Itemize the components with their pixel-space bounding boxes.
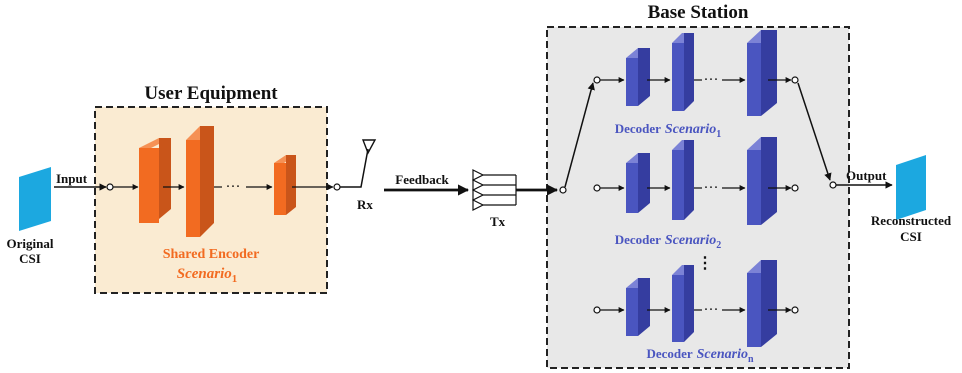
rx-antenna-icon — [361, 139, 377, 155]
decoder-1-ellipsis: ··· — [704, 72, 719, 88]
rx-node — [333, 183, 341, 191]
encoder-scenario-subscript: 1 — [232, 273, 238, 285]
tx-label: Tx — [490, 214, 506, 229]
input-node — [106, 183, 114, 191]
decoder-1-subscript: 1 — [716, 129, 721, 140]
user-equipment-title: User Equipment — [144, 83, 278, 104]
bs-input-node — [559, 186, 567, 194]
reconstructed-csi-block — [896, 155, 926, 220]
decoder-1-label: Decoder Scenario1 — [615, 121, 722, 140]
decoder-2-subscript: 2 — [716, 240, 721, 251]
input-label: Input — [56, 171, 88, 186]
shared-encoder-label: Shared Encoder — [163, 247, 260, 262]
decoder-n-layer-2 — [672, 265, 694, 342]
decoder-n-label: Decoder Scenarion — [646, 346, 754, 365]
decoder-2-label: Decoder Scenario2 — [615, 232, 722, 251]
output-node — [829, 181, 837, 189]
decoder-row-n: ··· — [593, 260, 799, 347]
decoder-n-layer-1 — [626, 278, 650, 336]
base-station-box — [546, 26, 850, 369]
decoder-1-layer-3 — [747, 30, 777, 116]
decoder-2-layer-3 — [747, 137, 777, 225]
reconstructed-csi-label-1: Reconstructed — [871, 213, 952, 228]
decoder-2-layer-1 — [626, 153, 650, 213]
tx-antenna-array-icon — [472, 169, 517, 211]
original-csi-label-1: Original — [7, 236, 54, 251]
original-csi-block — [19, 167, 51, 231]
decoder-1-word: Decoder — [615, 121, 661, 136]
decoder-row-1: ··· — [593, 30, 799, 116]
decoder-n-ellipsis: ··· — [704, 302, 719, 318]
encoder-scenario-label: Scenario1 — [177, 266, 238, 285]
decoder-2-word: Decoder — [615, 232, 661, 247]
encoder-layer-3 — [274, 155, 296, 215]
decoder-n-scenario-word: Scenario — [697, 347, 748, 362]
encoder-scenario-word: Scenario — [177, 266, 232, 282]
decoder-n-word: Decoder — [646, 346, 692, 361]
bs-switch-arm — [564, 82, 595, 188]
encoder-layer-1 — [139, 138, 171, 223]
base-station-title: Base Station — [648, 2, 749, 23]
decoder-1-scenario-word: Scenario — [665, 122, 716, 137]
decoder-1-layer-1 — [626, 48, 650, 106]
decoder-2-ellipsis: ··· — [704, 180, 719, 196]
decoder-n-layer-3 — [747, 260, 777, 347]
output-label: Output — [846, 168, 887, 183]
rx-label: Rx — [357, 197, 373, 212]
decoder-2-layer-2 — [672, 140, 694, 220]
decoder-row-2: ··· — [593, 137, 799, 225]
original-csi-label-2: CSI — [19, 251, 41, 266]
encoder-ellipsis: ··· — [226, 179, 241, 195]
reconstructed-csi-label-2: CSI — [900, 229, 922, 244]
feedback-label: Feedback — [395, 172, 449, 187]
output-switch-arm — [797, 82, 832, 181]
encoder-layer-2 — [186, 126, 214, 237]
decoder-1-layer-2 — [672, 33, 694, 111]
rx-antenna-mast — [340, 148, 369, 188]
decoder-n-subscript: n — [748, 354, 754, 365]
decoder-2-scenario-word: Scenario — [665, 233, 716, 248]
decoder-vertical-ellipsis: ⋮ — [697, 255, 713, 272]
